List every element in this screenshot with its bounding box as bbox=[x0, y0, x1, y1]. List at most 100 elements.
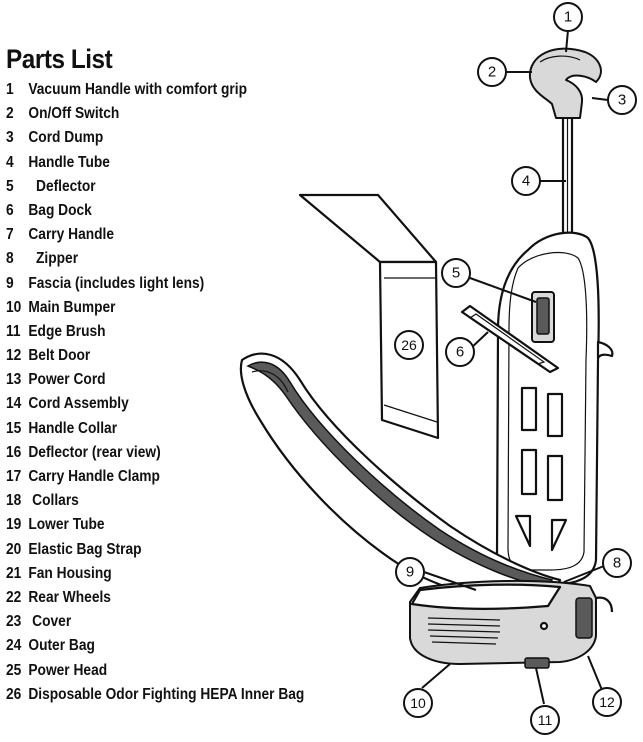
part-name: Power Cord bbox=[28, 371, 106, 389]
part-number: 22 bbox=[6, 588, 22, 606]
part-number: 21 bbox=[6, 564, 22, 582]
part-name: Power Head bbox=[28, 661, 108, 679]
vacuum-handle-illustration bbox=[528, 47, 602, 119]
deflector-illustration bbox=[531, 291, 555, 343]
callout-circle-9 bbox=[395, 557, 425, 587]
part-name: Carry Handle Clamp bbox=[28, 468, 160, 485]
part-number: 24 bbox=[6, 637, 22, 655]
part-number: 9 bbox=[6, 274, 14, 292]
parts-list-item: 11 Edge Brush bbox=[6, 320, 333, 344]
part-number: 12 bbox=[6, 347, 22, 365]
callout-label-12: 12 bbox=[599, 694, 615, 710]
callout-label-4: 4 bbox=[522, 173, 530, 190]
part-number: 26 bbox=[6, 685, 22, 703]
parts-list-item: 10 Main Bumper bbox=[6, 296, 333, 320]
parts-list-item: 19 Lower Tube bbox=[6, 513, 333, 537]
callout-circle-26 bbox=[394, 330, 424, 360]
part-name: Rear Wheels bbox=[28, 588, 111, 606]
part-number: 2 bbox=[6, 105, 14, 123]
fascia-vents bbox=[427, 617, 501, 645]
callout-label-2: 2 bbox=[488, 64, 496, 81]
part-number: 13 bbox=[6, 371, 22, 389]
parts-list-item: 26 Disposable Odor Fighting HEPA Inner Ba… bbox=[6, 683, 333, 707]
callout-label-10: 10 bbox=[410, 695, 426, 711]
callout-circle-12 bbox=[592, 687, 622, 717]
part-number: 6 bbox=[6, 201, 14, 219]
part-number: 17 bbox=[6, 468, 22, 485]
part-name: Collars bbox=[28, 492, 79, 510]
parts-list-item: 15 Handle Collar bbox=[6, 417, 333, 441]
parts-list-item: 25 Power Head bbox=[6, 659, 333, 683]
callout-circle-6 bbox=[445, 337, 475, 367]
part-number: 18 bbox=[6, 492, 22, 510]
part-number: 14 bbox=[6, 395, 22, 413]
parts-list-item: 6 Bag Dock bbox=[6, 199, 333, 223]
part-name: Main Bumper bbox=[28, 298, 116, 316]
parts-list-item: 3 Cord Dump bbox=[6, 126, 333, 150]
part-name: Deflector bbox=[28, 177, 96, 195]
part-name: Vacuum Handle with comfort grip bbox=[28, 81, 248, 98]
part-name: Handle Collar bbox=[28, 419, 118, 437]
part-name: Carry Handle bbox=[28, 226, 115, 244]
callout-markers: 1 2 3 4 5 6 26 8 9 10 11 12 bbox=[394, 2, 637, 735]
callout-label-9: 9 bbox=[406, 564, 414, 581]
part-number: 25 bbox=[6, 661, 22, 679]
parts-list-item: 23 Cover bbox=[6, 610, 333, 634]
power-head-illustration bbox=[409, 579, 614, 669]
parts-list-title: Parts List bbox=[6, 44, 113, 74]
parts-list-item: 8 Zipper bbox=[6, 247, 333, 271]
part-name: Outer Bag bbox=[28, 637, 95, 655]
part-number: 4 bbox=[6, 153, 14, 171]
parts-list-item: 14 Cord Assembly bbox=[6, 392, 333, 416]
inner-bag-illustration bbox=[298, 193, 440, 440]
part-name: Bag Dock bbox=[28, 201, 92, 219]
callout-label-5: 5 bbox=[452, 265, 460, 282]
callout-label-26: 26 bbox=[401, 337, 417, 353]
part-number: 19 bbox=[6, 516, 22, 534]
part-name: Zipper bbox=[28, 250, 79, 268]
callout-label-11: 11 bbox=[538, 712, 553, 728]
part-name: Disposable Odor Fighting HEPA Inner Bag bbox=[28, 685, 305, 703]
part-number: 1 bbox=[6, 81, 14, 98]
part-name: Deflector (rear view) bbox=[28, 443, 161, 461]
upright-body-illustration bbox=[495, 231, 614, 586]
part-number: 20 bbox=[6, 540, 22, 558]
part-name: Cover bbox=[28, 613, 72, 631]
parts-list-item: 18 Collars bbox=[6, 489, 333, 513]
callout-circle-8 bbox=[602, 548, 632, 578]
callout-label-3: 3 bbox=[618, 92, 626, 109]
part-number: 15 bbox=[6, 419, 22, 437]
bag-dock-illustration bbox=[460, 304, 560, 374]
part-number: 10 bbox=[6, 298, 22, 316]
parts-list-item: 1 Vacuum Handle with comfort grip bbox=[6, 78, 333, 102]
parts-list-item: 22 Rear Wheels bbox=[6, 586, 333, 610]
callout-label-8: 8 bbox=[613, 555, 621, 572]
parts-list-item: 17 Carry Handle Clamp bbox=[6, 465, 333, 489]
part-number: 11 bbox=[6, 322, 21, 340]
part-name: Cord Assembly bbox=[28, 395, 129, 413]
leader-lines bbox=[421, 29, 609, 705]
parts-list-panel: Parts List 1 Vacuum Handle with comfort g… bbox=[6, 44, 386, 707]
part-number: 3 bbox=[6, 129, 14, 147]
part-name: Cord Dump bbox=[28, 129, 104, 147]
part-number: 16 bbox=[6, 443, 22, 461]
part-name: Lower Tube bbox=[28, 516, 105, 534]
parts-list-item: 16 Deflector (rear view) bbox=[6, 441, 333, 465]
part-name: Fan Housing bbox=[28, 564, 112, 582]
callout-label-6: 6 bbox=[456, 344, 464, 361]
callout-circle-10 bbox=[403, 688, 433, 718]
part-name: Edge Brush bbox=[28, 322, 106, 340]
callout-circle-2 bbox=[477, 57, 507, 87]
parts-list-item: 24 Outer Bag bbox=[6, 634, 333, 658]
callout-circle-1 bbox=[553, 2, 583, 32]
part-name: Belt Door bbox=[28, 347, 91, 365]
callout-label-1: 1 bbox=[564, 9, 572, 26]
callout-circle-11 bbox=[530, 705, 560, 735]
